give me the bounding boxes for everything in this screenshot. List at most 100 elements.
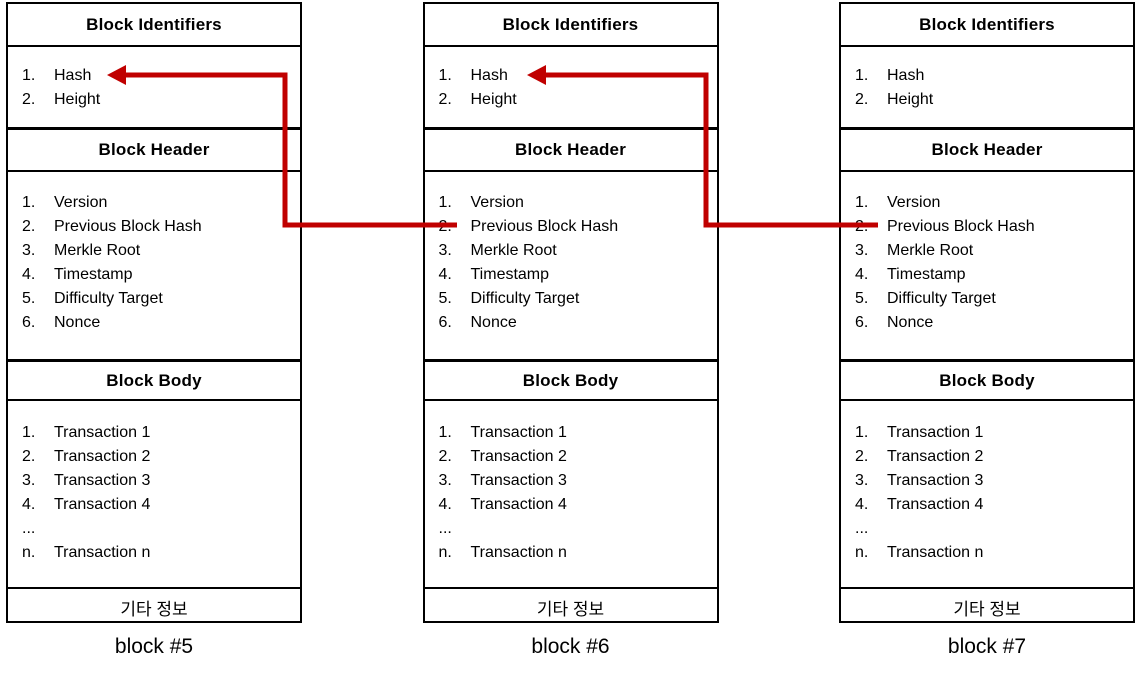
list-item: 3.Merkle Root [8,239,300,263]
list-item-label: Height [470,91,517,108]
list-item-label: Version [887,194,941,211]
block-box: Block Identifiers 1. Hash 2. Height Block H… [6,2,302,623]
list-item: 5.Difficulty Target [841,287,1133,311]
block-header-title: Block Header [8,127,300,170]
list-item-number: 3. [855,242,869,259]
list-item-number: 4. [22,496,36,513]
list-item-number: 6. [438,314,452,331]
list-item-label: Transaction 2 [470,448,567,465]
block-body-title: Block Body [424,359,717,399]
list-item-label: Height [54,91,101,108]
list-item-number: 2. [22,448,36,465]
list-item-label: Hash [54,67,92,84]
list-item: 5.Difficulty Target [425,287,717,311]
list-item-number: 3. [438,472,452,489]
block-footer-label: 기타 정보 [8,587,300,625]
list-item: 2.Transaction 2 [425,445,717,469]
block-caption: block #6 [531,635,610,658]
list-item-number: 4. [438,266,452,283]
list-item: 4. Timestamp [425,263,717,287]
block-body-list: 1. Transaction 1 2.Transaction 2 3. Transact… [841,399,1133,587]
block-identifiers-title: Block Identifiers [86,14,222,34]
list-item-label: Transaction 4 [887,496,984,513]
list-item-number: 1. [22,424,36,441]
list-item: 2.Transaction 2 [841,445,1133,469]
block-header-list: 1. Version 2. Previous Block Hash 3.Merkle R… [424,170,717,359]
list-item-number: 4. [855,266,869,283]
list-item-number: 5. [22,290,36,307]
list-item: ... [841,517,1133,541]
list-item-label: Nonce [54,314,101,331]
list-item-label: Height [887,91,934,108]
list-item: 1. Transaction 1 [841,421,1133,445]
list-item: 3.Merkle Root [425,239,717,263]
list-item-label: Nonce [887,314,934,331]
list-item: 4.Transaction 4 [425,493,717,517]
list-item-number: 2. [22,218,36,235]
list-item: 1. Version [425,191,717,215]
list-item: 5.Difficulty Target [8,287,300,311]
list-item: 2. Height [841,88,1133,112]
list-item-number: 1. [855,424,869,441]
list-item-label: Transaction 4 [54,496,151,513]
list-item-number: 2. [855,218,869,235]
list-item-number: 6. [855,314,869,331]
list-item: 3. Transaction 3 [425,469,717,493]
list-item-number: 2. [438,218,452,235]
block-body-list: 1. Transaction 1 2.Transaction 2 3. Transact… [424,399,717,587]
list-item-number: 3. [855,472,869,489]
list-item-number: 1. [438,194,452,211]
list-item-number: 6. [22,314,36,331]
list-item-number: 1. [22,194,36,211]
list-item: 2. Previous Block Hash [425,215,717,239]
list-item: 2. Previous Block Hash [8,215,300,239]
list-item: 2.Previous Block Hash [841,215,1133,239]
list-item-label: Transaction n [54,544,151,561]
list-item-number: 3. [22,472,36,489]
list-item-label: Merkle Root [887,242,974,259]
list-item: n. Transaction n [841,541,1133,565]
list-item-label: Version [470,194,524,211]
list-item-label: Transaction 3 [470,472,567,489]
list-item-number: ... [855,520,869,537]
list-item-label: Timestamp [54,266,133,283]
list-item-label: Previous Block Hash [54,218,202,235]
list-item-label: Transaction 3 [54,472,151,489]
list-item-number: 4. [855,496,869,513]
list-item-label: Transaction n [887,544,984,561]
block-body-title: Block Body [8,359,300,399]
list-item-number: 1. [438,67,452,84]
list-item-label: Previous Block Hash [470,218,619,235]
list-item-label: Timestamp [470,266,550,283]
block-body-title: Block Body [841,359,1133,399]
list-item-number: 1. [438,424,452,441]
list-item: 1. Hash [841,64,1133,88]
list-item-label: Transaction 1 [887,424,984,441]
list-item-number: 4. [438,496,452,513]
list-item-label: Transaction 1 [470,424,567,441]
block-header-title: Block Header [424,127,717,170]
list-item-number: n. [22,544,36,561]
list-item-label: Merkle Root [470,242,557,259]
list-item-label: Hash [887,67,925,84]
list-item-label: Transaction 3 [887,472,984,489]
list-item-number: 1. [855,67,869,84]
list-item-label: Nonce [470,314,517,331]
list-item-number: 5. [855,290,869,307]
list-item-number: 2. [855,91,869,108]
list-item: 6. Nonce [841,311,1133,335]
list-item: 4.Timestamp [841,263,1133,287]
list-item-number: n. [438,544,452,561]
list-item-number: ... [22,520,36,537]
list-item: 1. Transaction 1 [425,421,717,445]
block-identifiers-title: Block Identifiers [502,14,639,34]
list-item-number: n. [855,544,869,561]
list-item: 1.Hash [425,64,717,88]
